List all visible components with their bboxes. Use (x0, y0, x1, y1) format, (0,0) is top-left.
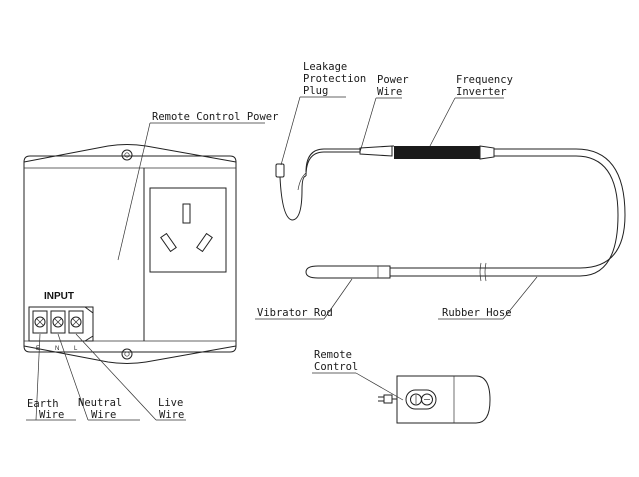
vibrator-rod-label: Vibrator Rod (257, 307, 333, 319)
remote-control-label-1: Remote (314, 349, 352, 361)
leakage-label-2: Protection (303, 73, 366, 85)
leakage-label-3: Plug (303, 85, 328, 97)
remote-control-power-box: INPUT E N L (23, 144, 237, 364)
neutral-wire-label-2: Wire (91, 409, 116, 421)
input-label: INPUT (44, 291, 74, 302)
power-wire: Power Wire (305, 74, 409, 177)
rubber-hose-label: Rubber Hose (442, 307, 512, 319)
vibrator-rod: Vibrator Rod (255, 265, 391, 320)
leakage-label-1: Leakage (303, 61, 347, 73)
live-wire-label-2: Wire (159, 409, 184, 421)
terminal-e-label: E (36, 346, 40, 352)
earth-wire-label-2: Wire (39, 409, 64, 421)
live-wire-label-1: Live (158, 397, 183, 409)
frequency-inverter-label-1: Frequency (456, 74, 513, 86)
input-terminal-block (28, 306, 94, 342)
neutral-wire-label-1: Neutral (78, 397, 122, 409)
rubber-hose: Rubber Hose (389, 148, 626, 320)
power-wire-label-2: Wire (377, 86, 402, 98)
terminal-l-label: L (74, 346, 78, 352)
leakage-protection-plug: Leakage Protection Plug (275, 61, 366, 221)
earth-wire-label-1: Earth (27, 398, 59, 410)
power-socket (149, 187, 227, 273)
power-wire-label-1: Power (377, 74, 409, 86)
remote-control: Remote Control (312, 349, 491, 424)
frequency-inverter: Frequency Inverter (392, 74, 513, 160)
terminal-n-label: N (55, 346, 59, 352)
remote-control-label-2: Control (314, 361, 358, 373)
remote-control-power-label: Remote Control Power (152, 111, 278, 123)
frequency-inverter-label-2: Inverter (456, 86, 507, 98)
